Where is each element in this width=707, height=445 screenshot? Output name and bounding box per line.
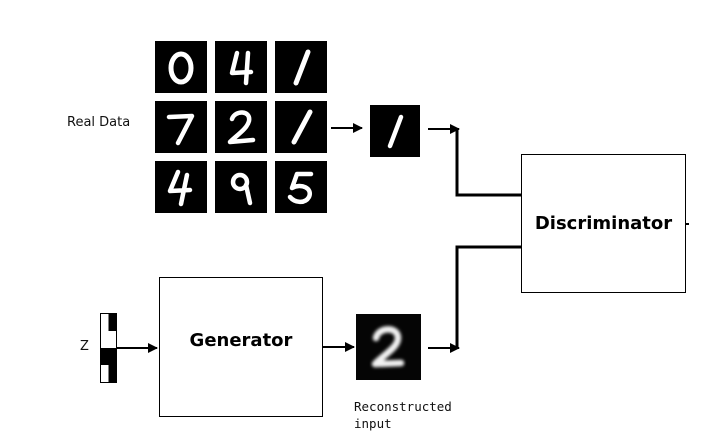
discriminator-block: Discriminator xyxy=(521,154,686,293)
generator-block: Generator xyxy=(159,277,323,417)
digit-1-image xyxy=(291,109,313,145)
digit-1-image xyxy=(387,114,404,149)
digit-4-image xyxy=(229,50,254,86)
digit-1-image xyxy=(293,49,311,86)
digit-7-image xyxy=(166,113,195,146)
noise-cell xyxy=(108,365,116,382)
real-digit-tile xyxy=(155,101,207,153)
reconstructed-input-label: Reconstructed input xyxy=(354,399,452,431)
noise-cell xyxy=(108,331,116,348)
digit-2-image xyxy=(371,326,405,368)
digit-9-image xyxy=(230,172,253,206)
noise-cell xyxy=(101,314,109,331)
digit-0-image xyxy=(168,51,194,85)
real-digit-tile xyxy=(155,41,207,93)
real-digit-tile xyxy=(155,161,207,213)
digit-5-image xyxy=(287,171,314,205)
real-digit-tile xyxy=(215,41,267,93)
wire-real-to-discriminator xyxy=(455,129,522,197)
real-digit-tile xyxy=(275,161,327,213)
noise-cell xyxy=(108,314,116,331)
digit-4-image xyxy=(167,169,193,207)
noise-cell xyxy=(101,365,109,382)
noise-cell xyxy=(101,331,109,348)
generated-digit xyxy=(356,314,421,380)
wire-fake-to-discriminator xyxy=(455,245,522,349)
real-digit-tile xyxy=(215,161,267,213)
noise-vector xyxy=(100,313,117,383)
noise-z-label: Z xyxy=(80,339,89,354)
real-digit-tile xyxy=(215,101,267,153)
generator-label: Generator xyxy=(189,329,293,351)
real-digit-tile xyxy=(275,101,327,153)
digit-2-image xyxy=(227,110,256,145)
discriminator-label: Discriminator xyxy=(534,213,673,234)
sampled-real-digit xyxy=(370,105,420,157)
real-data-label: Real Data xyxy=(67,115,131,130)
noise-cell xyxy=(101,348,109,365)
real-digit-tile xyxy=(275,41,327,93)
noise-cell xyxy=(108,348,116,365)
